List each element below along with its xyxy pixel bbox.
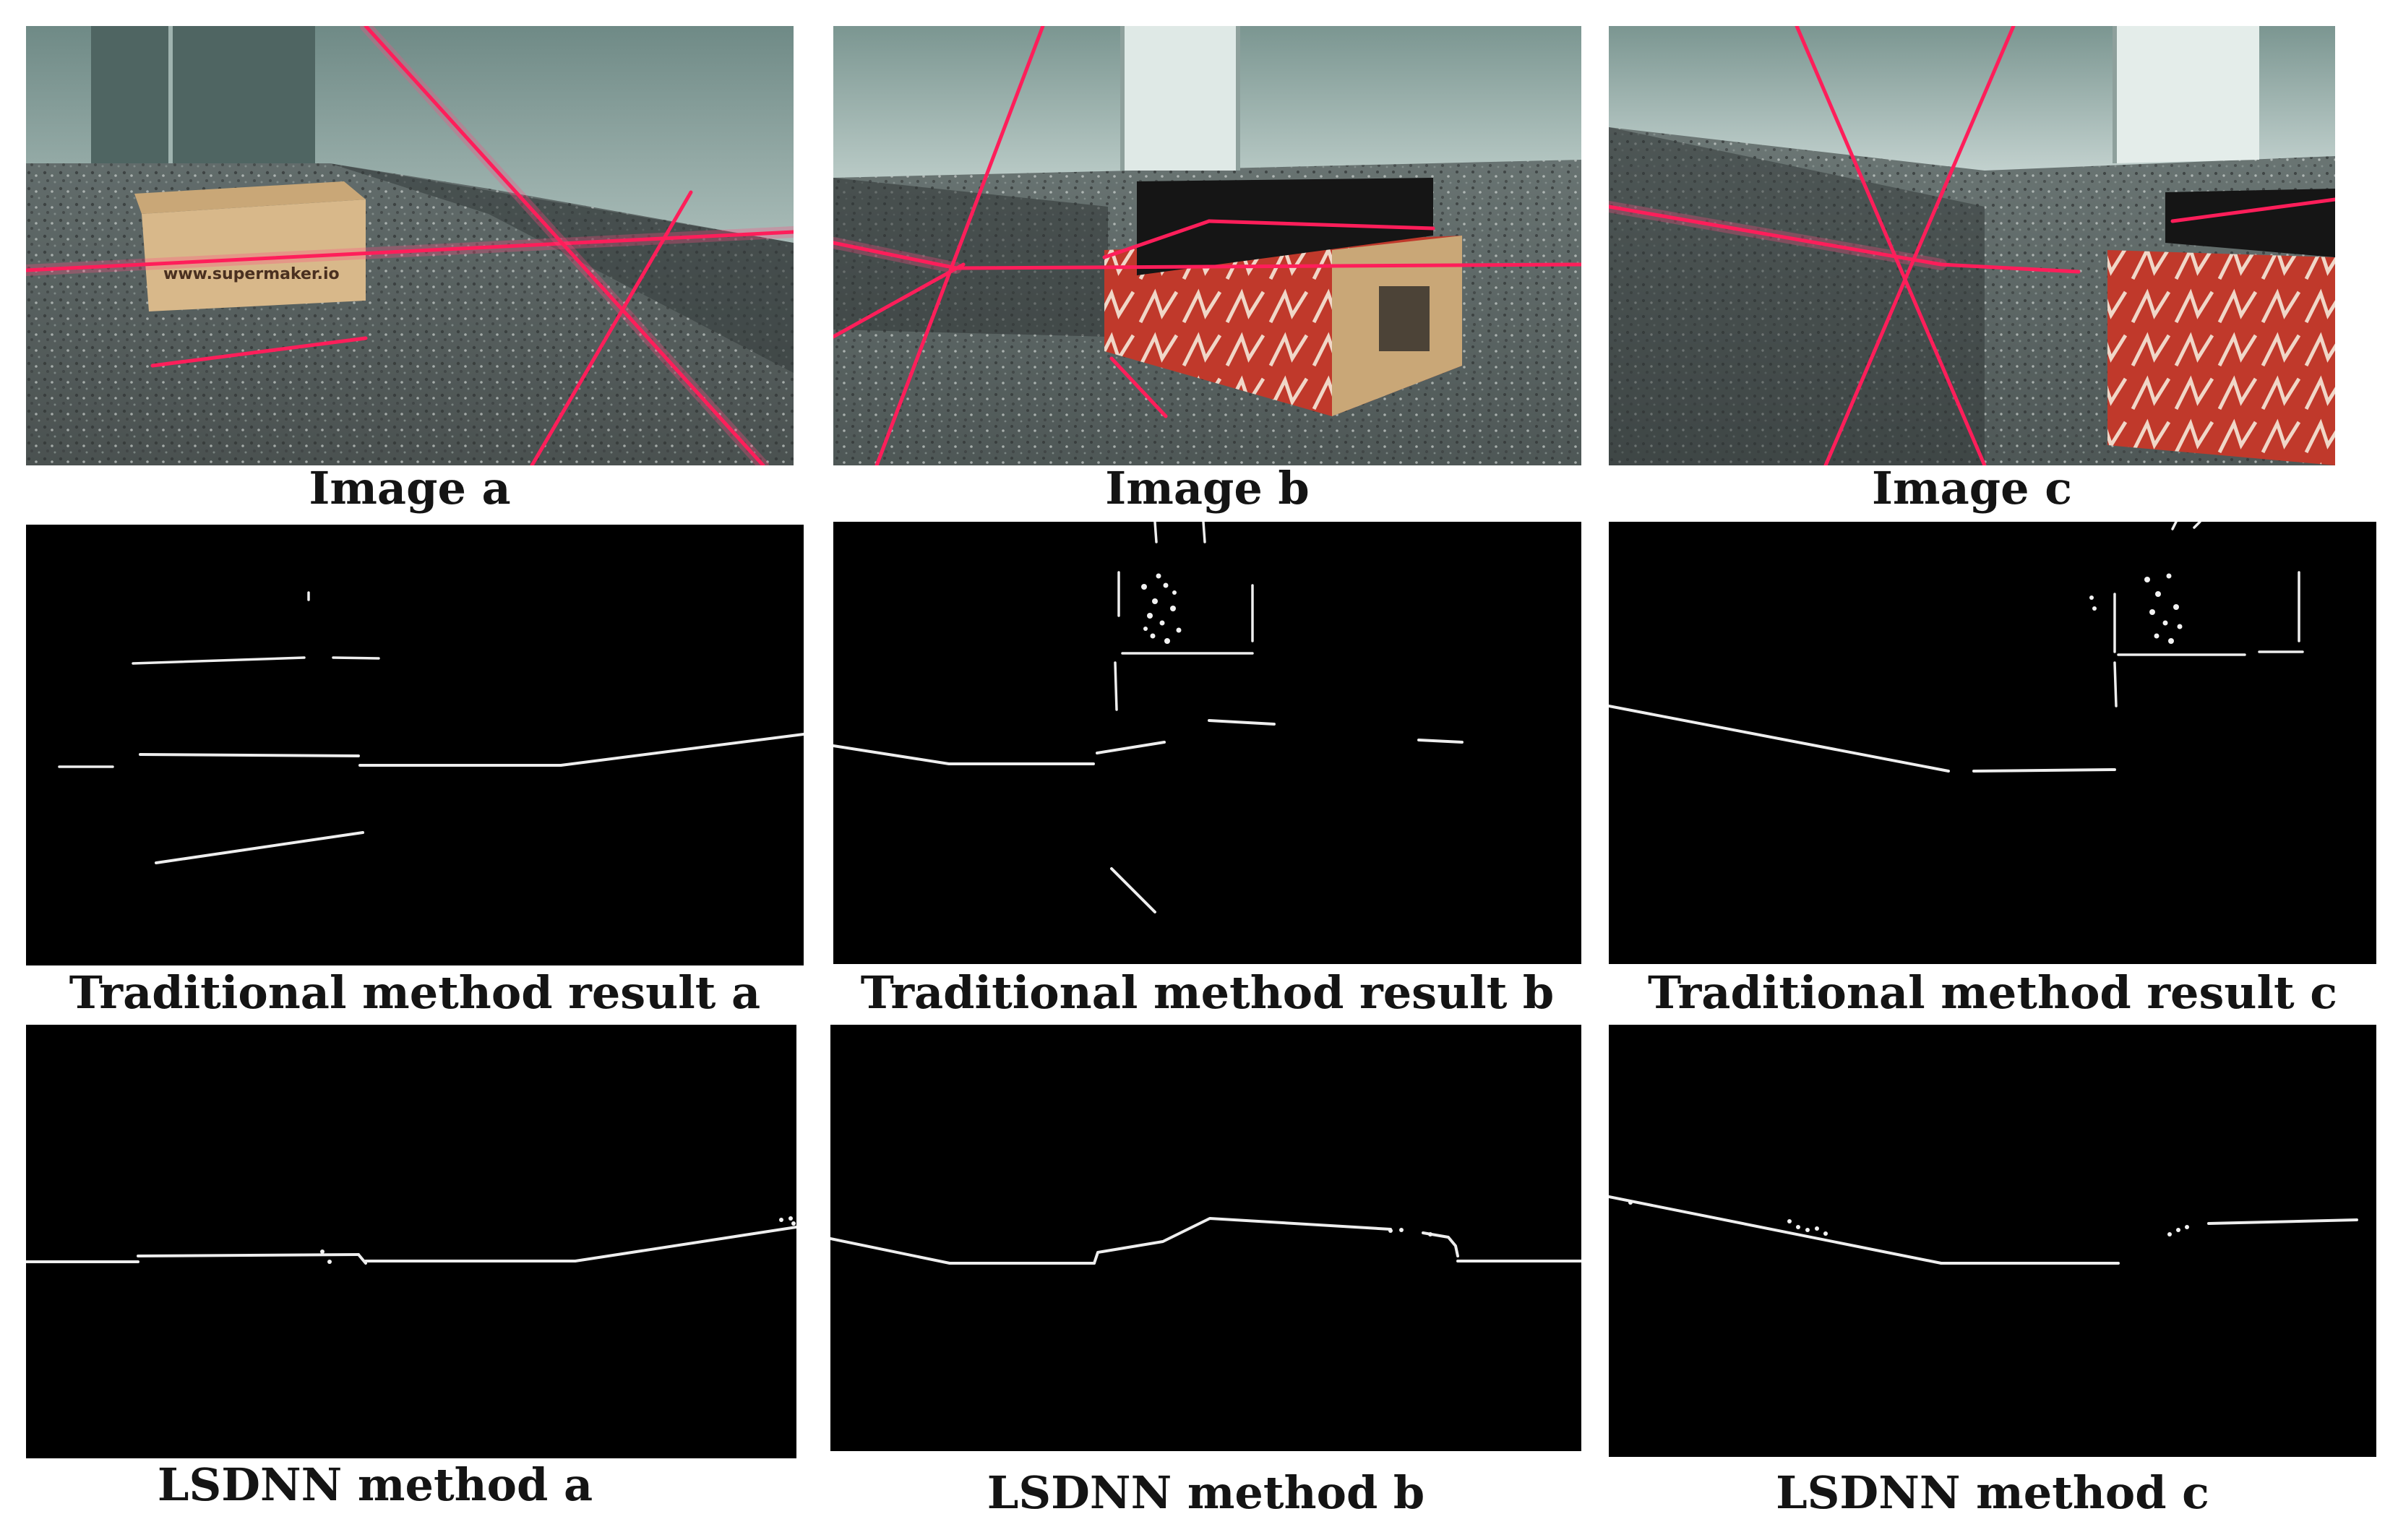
- caption-image-a: Image a: [309, 462, 511, 515]
- lsdnn-result-panel-a: [26, 1025, 796, 1458]
- photo-panel-a: www.supermaker.io: [26, 26, 794, 465]
- traditional-result-panel-c: [1609, 522, 2376, 964]
- traditional-result-panel-b: [833, 522, 1581, 964]
- caption-lsdnn-b: LSDNN method b: [987, 1466, 1425, 1519]
- lsdnn-result-c-lines: [1609, 1195, 2358, 1265]
- traditional-result-c-lines: [1609, 522, 2304, 773]
- caption-image-b: Image b: [1105, 462, 1310, 515]
- photo-panel-b: [833, 26, 1581, 465]
- box-label-text: www.supermaker.io: [163, 265, 340, 283]
- caption-traditional-a: Traditional method result a: [69, 966, 761, 1019]
- traditional-result-panel-a: [26, 525, 804, 965]
- caption-lsdnn-a: LSDNN method a: [157, 1458, 593, 1511]
- lsdnn-result-panel-c: [1609, 1025, 2376, 1457]
- traditional-result-a-lines: [58, 591, 804, 864]
- lsdnn-result-panel-b: [830, 1025, 1581, 1451]
- lsdnn-result-b-lines: [830, 1217, 1581, 1265]
- photo-b-image: [833, 26, 1581, 465]
- photo-a-image: www.supermaker.io: [26, 26, 794, 465]
- caption-traditional-c: Traditional method result c: [1648, 966, 2337, 1019]
- caption-traditional-b: Traditional method result b: [860, 966, 1555, 1019]
- photo-c-image: [1609, 26, 2335, 465]
- caption-lsdnn-c: LSDNN method c: [1776, 1466, 2209, 1519]
- caption-image-c: Image c: [1872, 462, 2072, 515]
- photo-panel-c: [1609, 26, 2335, 465]
- lsdnn-result-a-lines: [26, 1216, 796, 1265]
- traditional-result-b-lines: [833, 522, 1464, 913]
